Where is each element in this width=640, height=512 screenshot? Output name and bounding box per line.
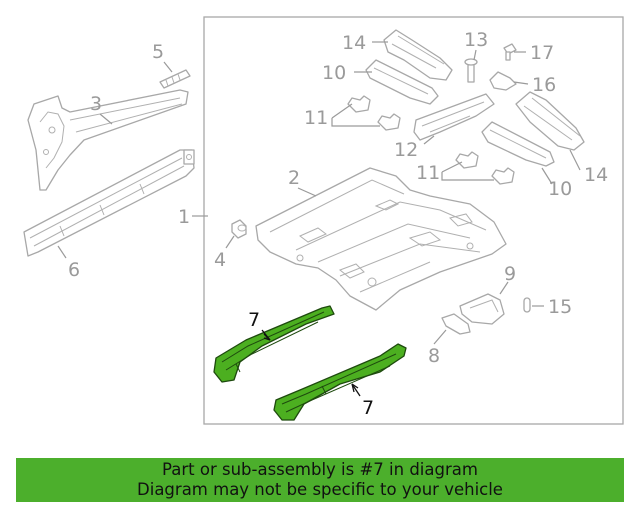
part-15-plug bbox=[523, 297, 531, 313]
callout-10-top: 10 bbox=[322, 62, 346, 84]
part-4-plug bbox=[231, 219, 247, 239]
part-16-bracket bbox=[489, 71, 517, 91]
callout-10-right: 10 bbox=[548, 178, 572, 200]
callout-labels: 1 2 3 4 5 6 7 7 8 9 10 10 11 11 12 13 14… bbox=[68, 29, 608, 419]
callout-7-lower: 7 bbox=[362, 397, 374, 419]
banner-line-part: Part or sub-assembly is #7 in diagram bbox=[162, 460, 478, 479]
part-13-bolt bbox=[464, 58, 478, 83]
part-11-clips-upper bbox=[347, 95, 401, 131]
part-9-shield bbox=[459, 293, 505, 325]
part-17-rivet bbox=[503, 43, 517, 61]
part-14-cross-member-upper bbox=[383, 29, 453, 81]
callout-16: 16 bbox=[532, 74, 556, 96]
leader-lines bbox=[57, 41, 581, 397]
callout-13: 13 bbox=[464, 29, 488, 51]
callout-17: 17 bbox=[530, 42, 554, 64]
callout-1: 1 bbox=[178, 206, 190, 228]
callout-15: 15 bbox=[548, 296, 572, 318]
callout-3: 3 bbox=[90, 93, 102, 115]
part-7-rail-upper bbox=[213, 305, 335, 383]
part-7-rail-lower bbox=[273, 343, 407, 421]
part-14-rail-right bbox=[515, 91, 585, 151]
callout-4: 4 bbox=[214, 249, 226, 271]
part-10-bracket-right bbox=[481, 121, 555, 167]
part-6-lower-sill bbox=[23, 149, 195, 257]
callout-12: 12 bbox=[394, 139, 418, 161]
part-8-bracket bbox=[441, 313, 471, 335]
callout-11-top: 11 bbox=[304, 107, 328, 129]
part-5-fastener bbox=[159, 69, 191, 89]
part-11-clips-lower bbox=[455, 151, 515, 185]
part-info-banner: Part or sub-assembly is #7 in diagram Di… bbox=[16, 458, 624, 502]
parts-diagram: 1 2 3 4 5 6 7 7 8 9 10 10 11 11 12 13 14… bbox=[23, 16, 624, 425]
callout-7-upper: 7 bbox=[248, 309, 260, 331]
assembly-frame bbox=[203, 16, 624, 425]
callout-14-top: 14 bbox=[342, 32, 366, 54]
part-12-reinforcement bbox=[413, 93, 495, 141]
callout-6: 6 bbox=[68, 259, 80, 281]
part-2-floor-pan bbox=[255, 167, 507, 311]
callout-9: 9 bbox=[504, 263, 516, 285]
callout-2: 2 bbox=[288, 167, 300, 189]
part-3-side-panel bbox=[27, 89, 189, 191]
callout-11-right: 11 bbox=[416, 162, 440, 184]
callout-5: 5 bbox=[152, 41, 164, 63]
part-10-bracket-upper bbox=[365, 59, 439, 105]
callout-8: 8 bbox=[428, 345, 440, 367]
banner-line-disclaimer: Diagram may not be specific to your vehi… bbox=[137, 480, 503, 499]
callout-14-right: 14 bbox=[584, 164, 608, 186]
